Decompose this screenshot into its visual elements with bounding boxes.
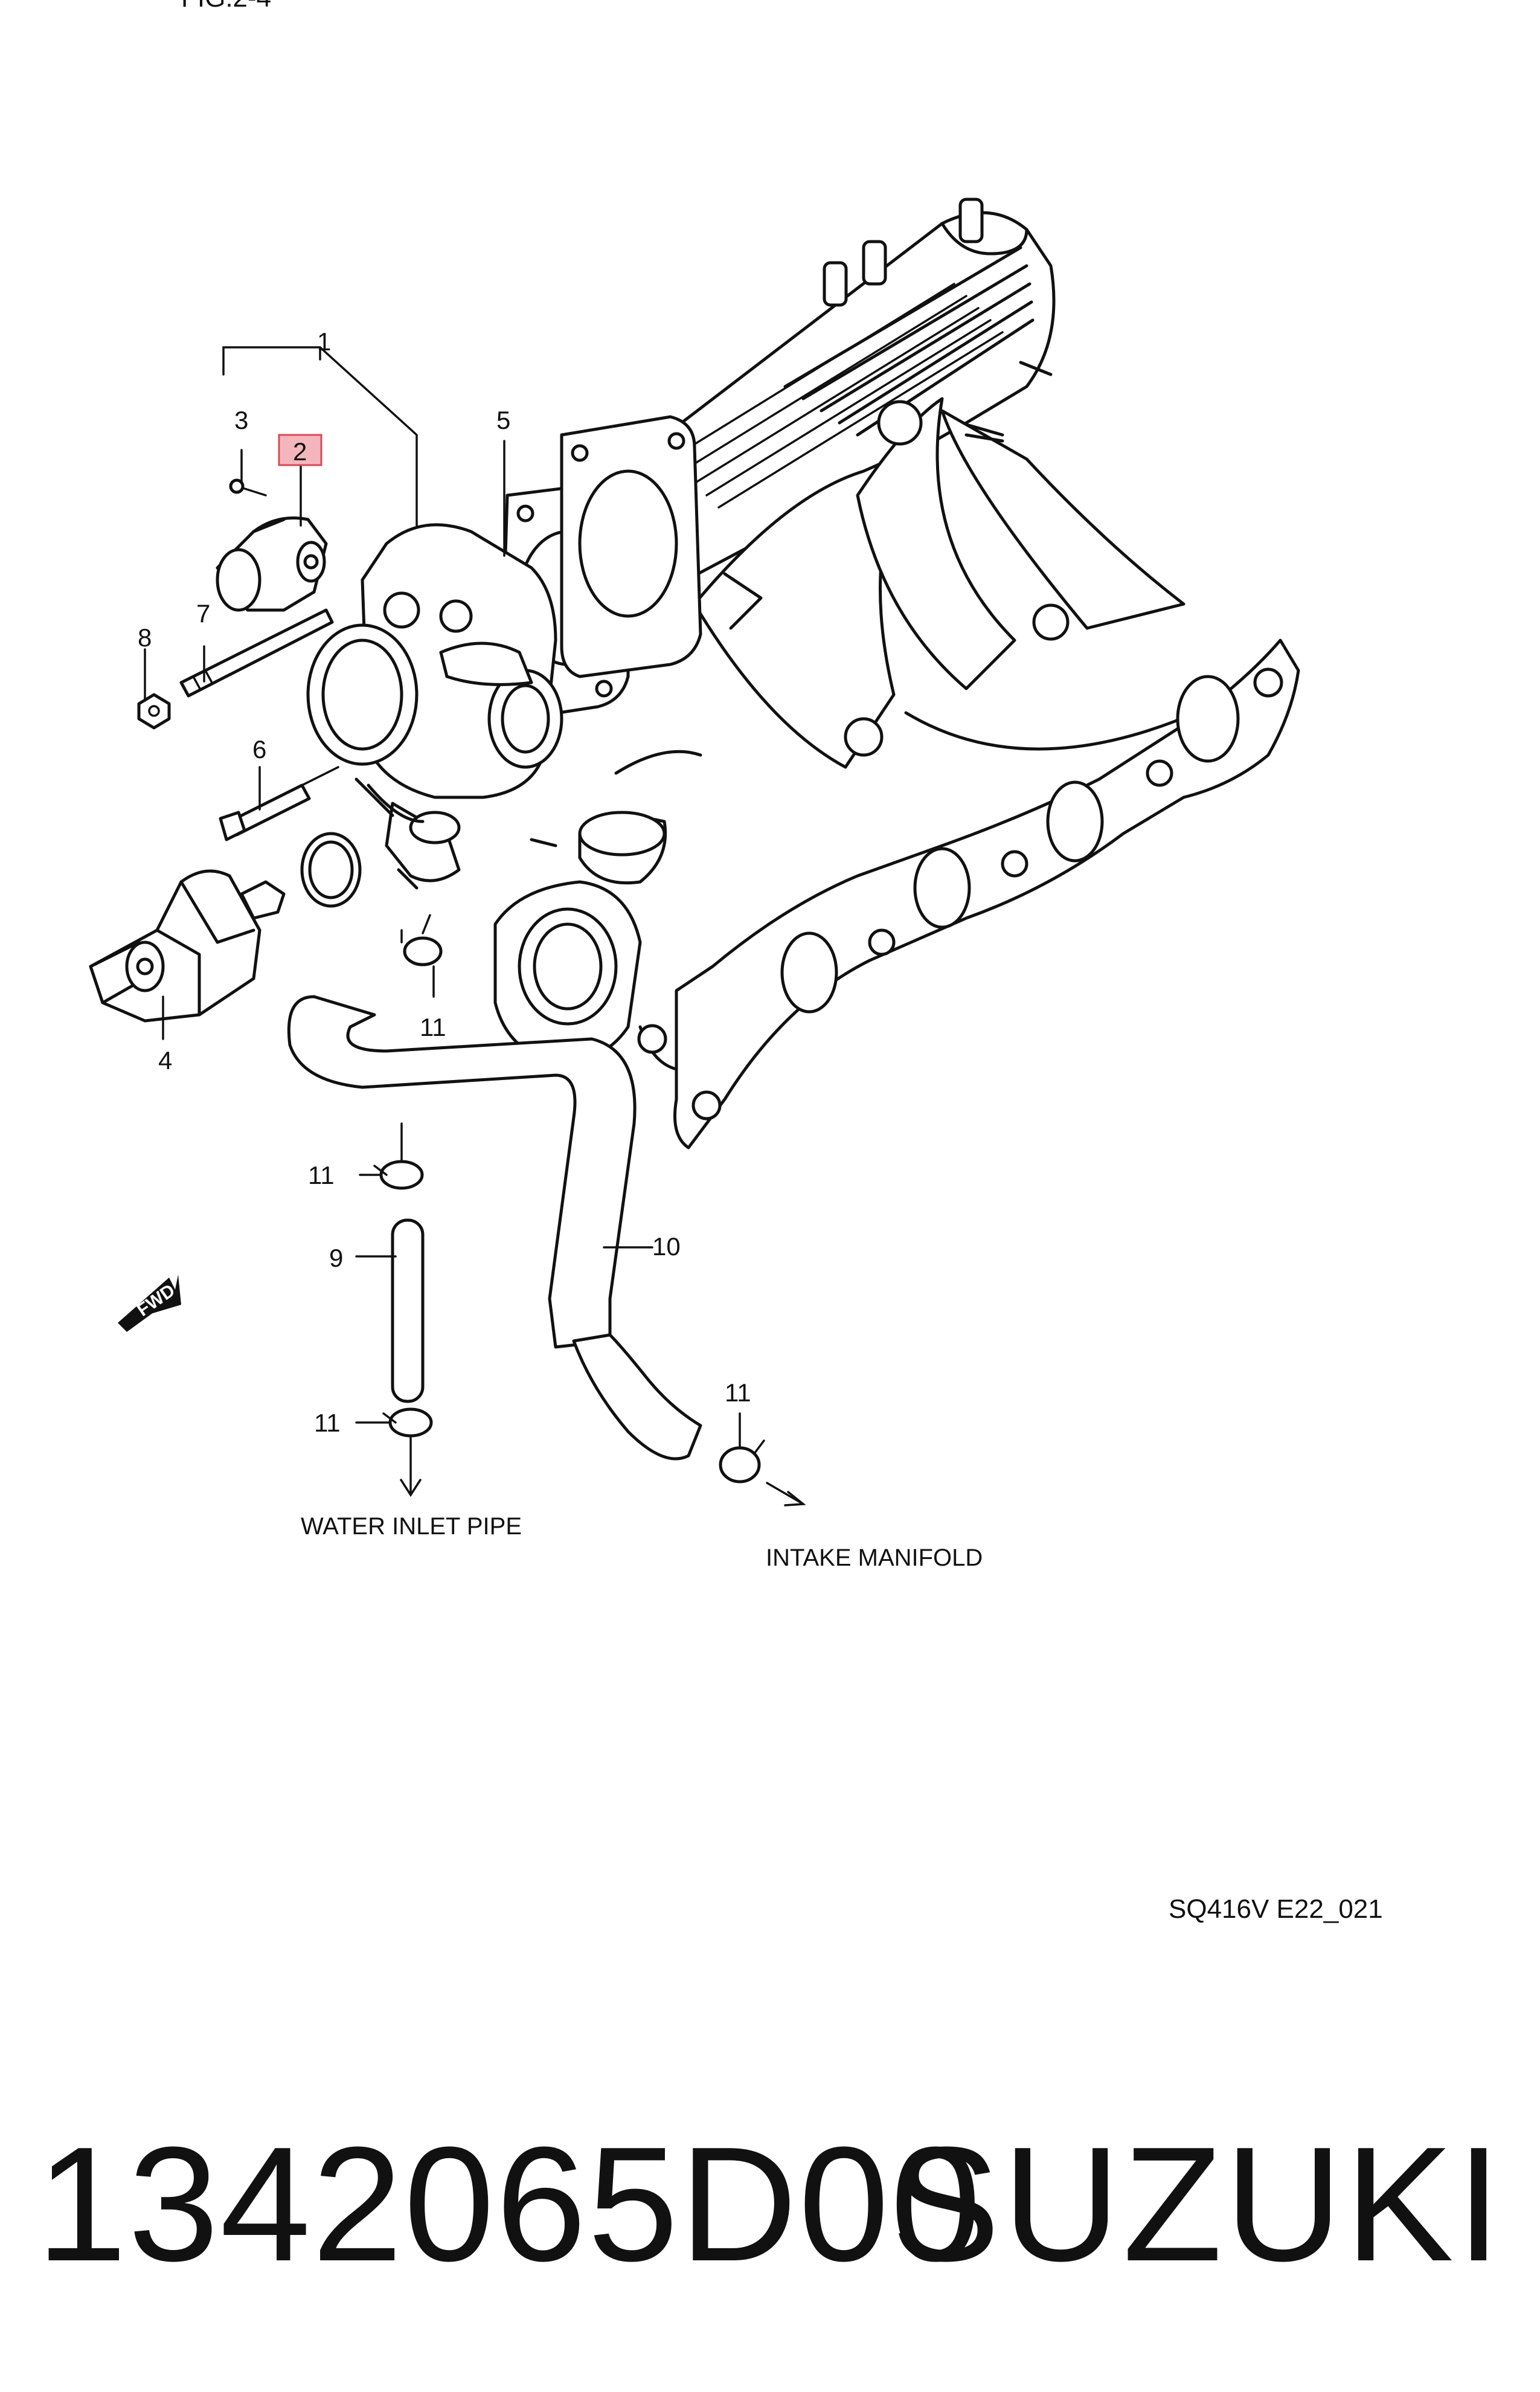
callout-6[interactable]: 6 xyxy=(252,735,266,764)
brand-name: SUZUKI xyxy=(891,2114,1504,2295)
callout-4[interactable]: 4 xyxy=(158,1046,172,1075)
bolt-6 xyxy=(219,766,339,841)
callout-1[interactable]: 1 xyxy=(317,327,331,356)
callout-7[interactable]: 7 xyxy=(196,599,210,628)
nut-8 xyxy=(137,693,171,730)
callout-9[interactable]: 9 xyxy=(329,1244,343,1272)
bolt-7 xyxy=(179,608,334,698)
intake-manifold-drawing xyxy=(493,198,1300,1149)
highlight-box-2 xyxy=(278,434,322,466)
callout-3[interactable]: 3 xyxy=(234,406,248,434)
clamp-11-mid xyxy=(373,1160,424,1190)
footer-band xyxy=(0,1993,1540,2392)
figure-title: FIG.2-4 xyxy=(181,0,271,13)
hose-10 xyxy=(287,995,702,1461)
callout-11-mid[interactable]: 11 xyxy=(308,1161,335,1189)
leader-lines xyxy=(144,346,806,1506)
clamp-11-upper xyxy=(403,914,443,966)
iac-valve-4 xyxy=(89,869,286,1023)
throttle-body-1 xyxy=(306,523,563,890)
clamp-11-right xyxy=(719,1439,765,1484)
manifold-inlet-flange xyxy=(560,415,702,678)
part-number: 1342065D00 xyxy=(36,2114,983,2295)
o-ring xyxy=(300,832,362,908)
callout-11-right[interactable]: 11 xyxy=(725,1378,751,1407)
throttle-position-sensor-2 xyxy=(216,516,328,612)
callout-8[interactable]: 8 xyxy=(138,623,152,652)
clamp-11-lower xyxy=(382,1407,433,1438)
screw-3 xyxy=(229,478,267,497)
forward-arrow-icon: FWD xyxy=(118,1275,181,1332)
callout-5[interactable]: 5 xyxy=(496,406,510,434)
diagram-code: SQ416V E22_021 xyxy=(1169,1894,1383,1924)
parts-diagram: FWD 1 2 3 4 5 6 7 8 9 10 11 11 11 11 xyxy=(89,198,1383,1924)
water-inlet-pipe-label: WATER INLET PIPE xyxy=(301,1513,522,1540)
hose-9 xyxy=(391,1218,425,1403)
callout-11-upper[interactable]: 11 xyxy=(420,1013,446,1041)
callout-2[interactable]: 2 xyxy=(293,437,307,466)
callout-11-lower[interactable]: 11 xyxy=(314,1409,341,1437)
intake-manifold-label: INTAKE MANIFOLD xyxy=(766,1545,983,1571)
callout-10[interactable]: 10 xyxy=(652,1232,681,1261)
